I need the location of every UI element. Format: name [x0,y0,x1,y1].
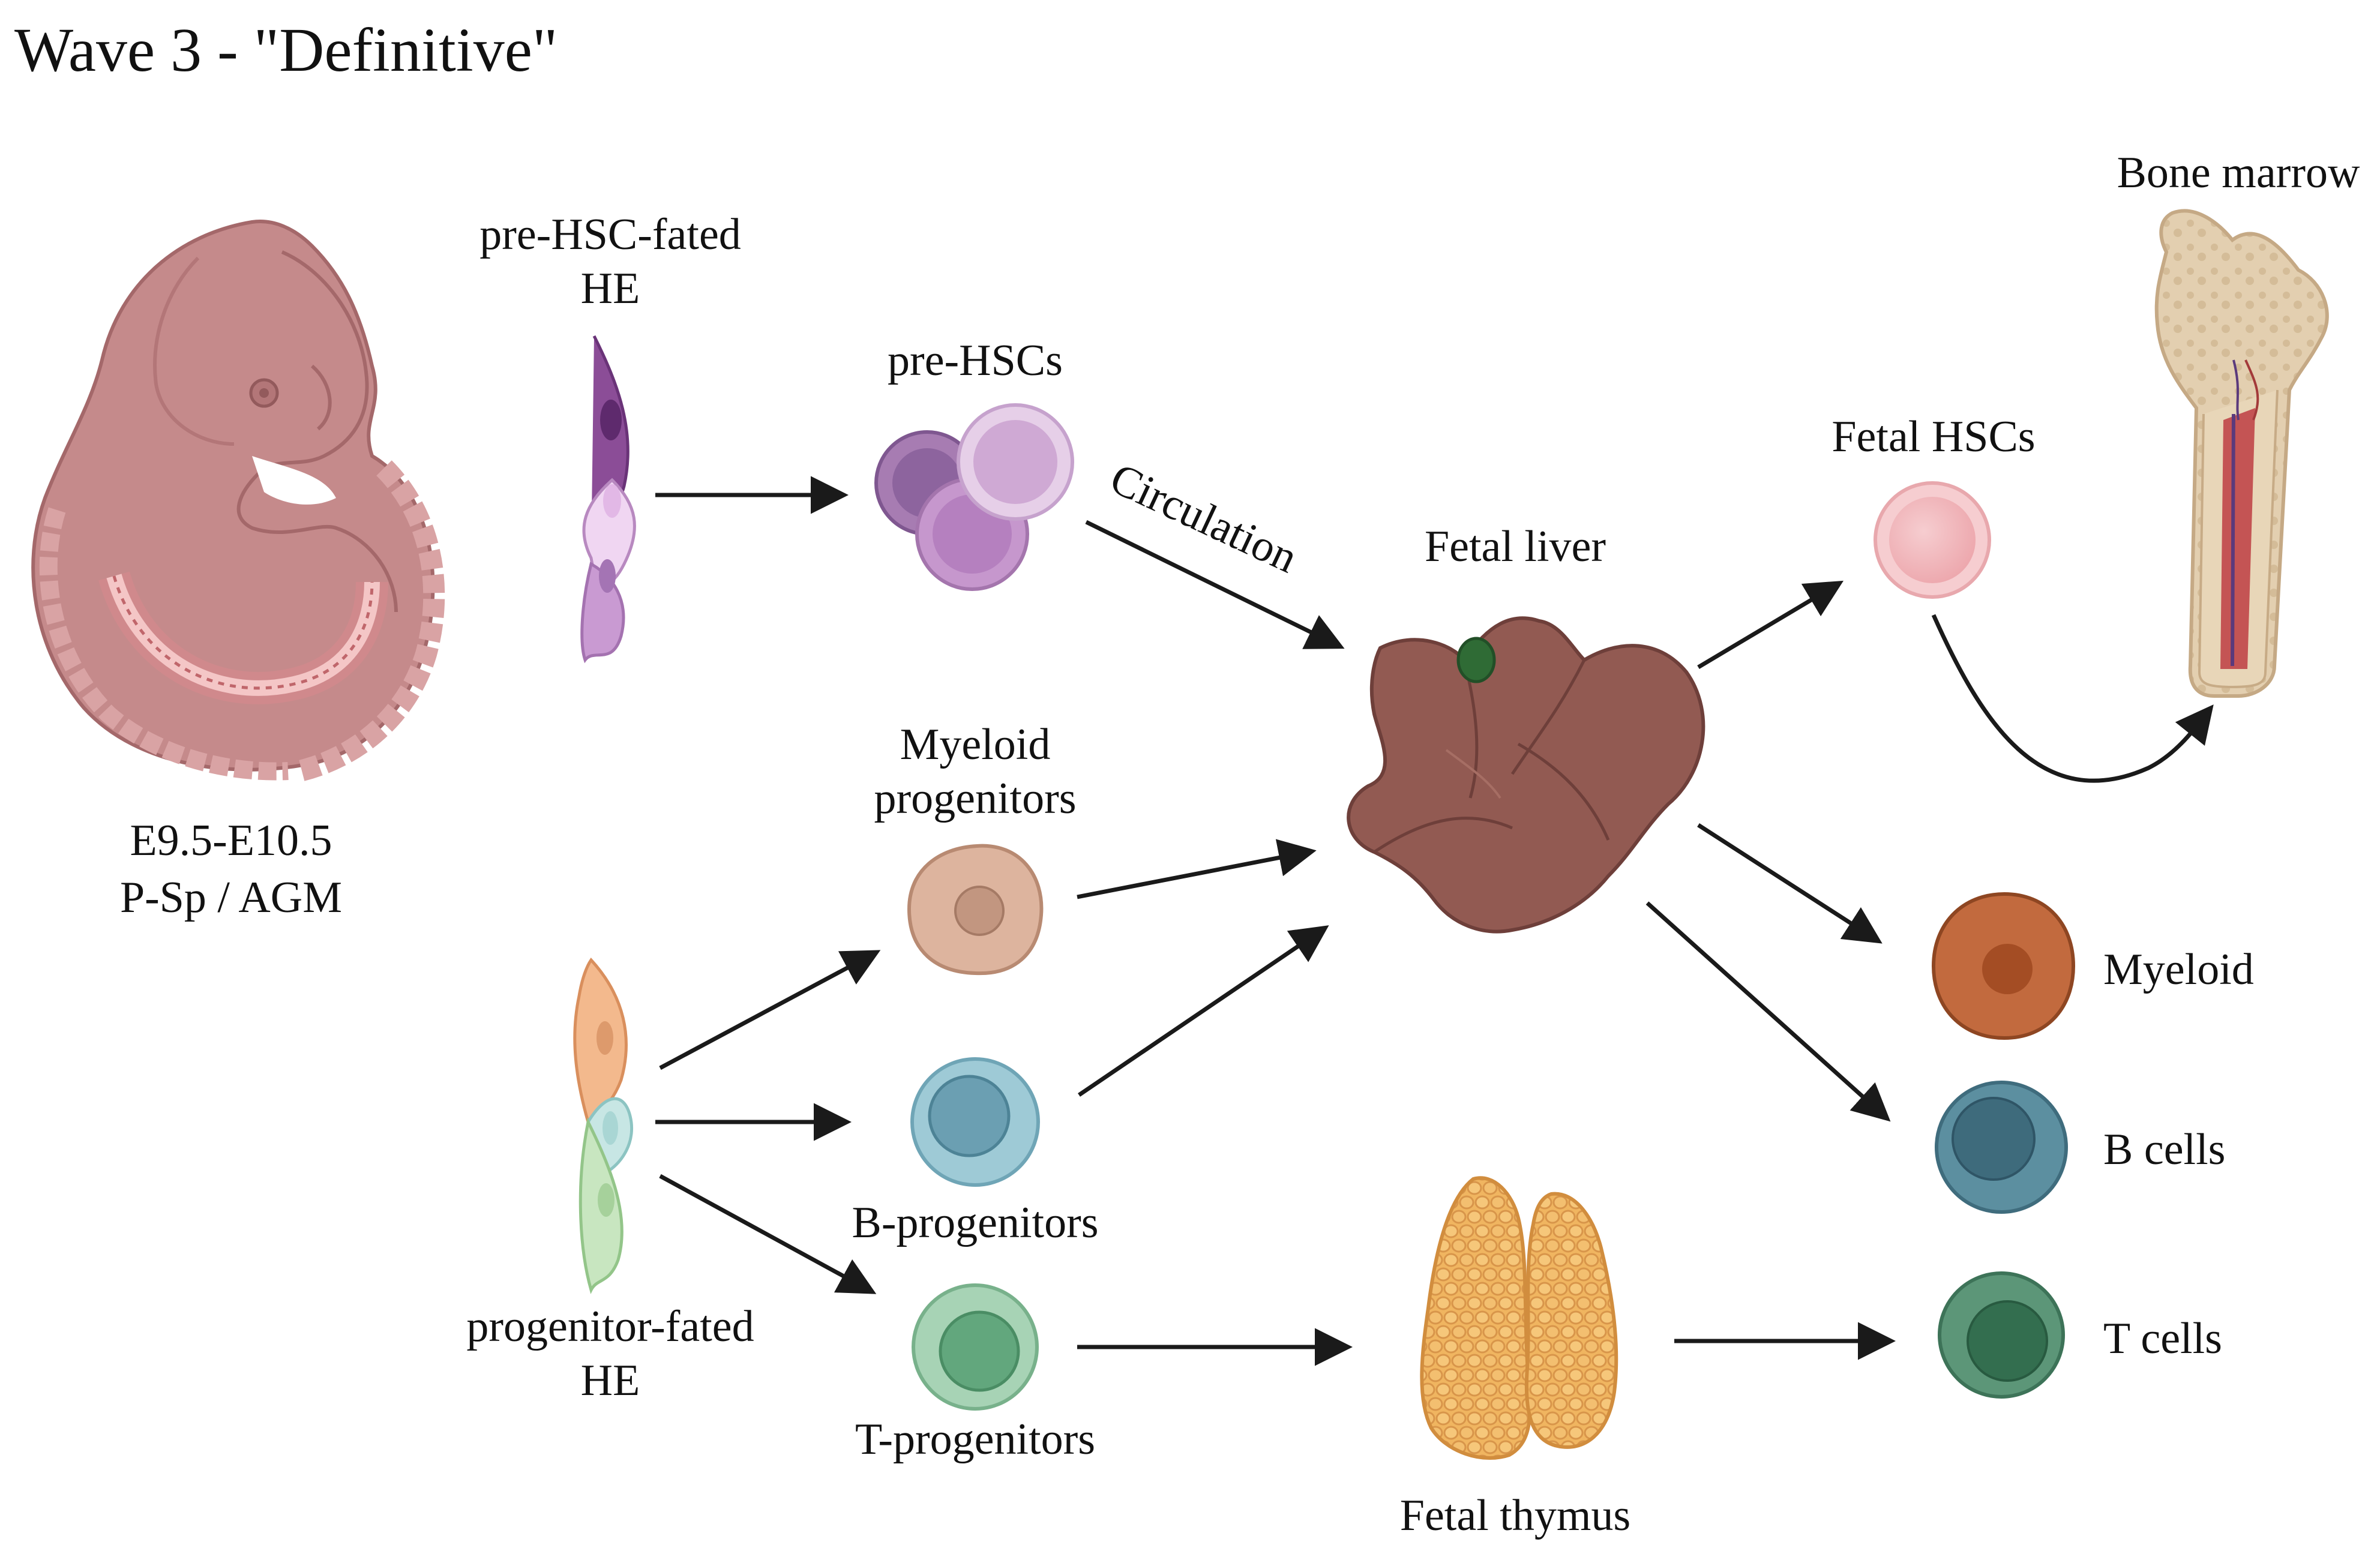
t-cell [1938,1271,2065,1399]
myeloid-progenitor-cell [907,844,1044,976]
fetal-liver-label: Fetal liver [1425,522,1606,571]
page-title: Wave 3 - "Definitive" [14,16,557,85]
arrow-liver-to-b-cells [1645,901,1891,1122]
b-progenitors-label: B-progenitors [852,1198,1098,1247]
myeloid-cell [1931,892,2076,1040]
fetal-hsc-cell [1874,481,1991,599]
b-cells-label: B cells [2103,1125,2225,1174]
b-cell [1935,1081,2068,1214]
arrow-myeloid-prog-to-liver [1077,839,1317,899]
pre-hscs-cells [874,403,1074,591]
fetal-thymus-illustration [1420,1176,1618,1460]
prog-he-label-line1: progenitor-fated [466,1302,754,1351]
embryo-label-line2: P-Sp / AGM [120,873,342,922]
myeloid-prog-label-line1: Myeloid [900,720,1051,769]
arrow-prog-he-to-myeloid-prog [659,950,881,1070]
pre-hscs-label: pre-HSCs [888,336,1063,385]
bone-marrow-illustration [2154,209,2329,698]
arrow-prog-he-to-t-prog [659,1174,877,1294]
arrow-liver-to-fetal-hscs [1697,580,1844,670]
arrow-fetal-hscs-to-bone-marrow [1931,614,2214,783]
fetal-hscs-label: Fetal HSCs [1832,412,2035,461]
prehsc-fated-he-cells [580,335,636,664]
prog-he-label-line2: HE [581,1356,640,1405]
fetal-thymus-label: Fetal thymus [1400,1491,1630,1540]
t-progenitor-cell [912,1283,1039,1411]
fetal-liver-illustration [1347,616,1705,934]
arrow-liver-to-myeloid [1697,823,1883,944]
prehsc-he-label-line1: pre-HSC-fated [479,210,741,259]
myeloid-label: Myeloid [2103,945,2254,994]
arrow-prehscs-to-liver [1085,520,1345,649]
embryo-illustration [31,220,445,782]
b-progenitor-cell [910,1057,1040,1187]
circulation-label: Circulation [1103,454,1305,583]
arrow-b-prog-to-liver [1078,925,1329,1097]
t-cells-label: T cells [2103,1314,2222,1363]
prehsc-he-label-line2: HE [581,264,640,313]
progenitor-fated-he-cells [573,958,634,1294]
t-progenitors-label: T-progenitors [855,1415,1095,1464]
myeloid-prog-label-line2: progenitors [874,774,1076,823]
arrows [655,476,2214,1366]
embryo-label-line1: E9.5-E10.5 [130,816,332,865]
bone-marrow-label: Bone marrow [2117,148,2360,197]
